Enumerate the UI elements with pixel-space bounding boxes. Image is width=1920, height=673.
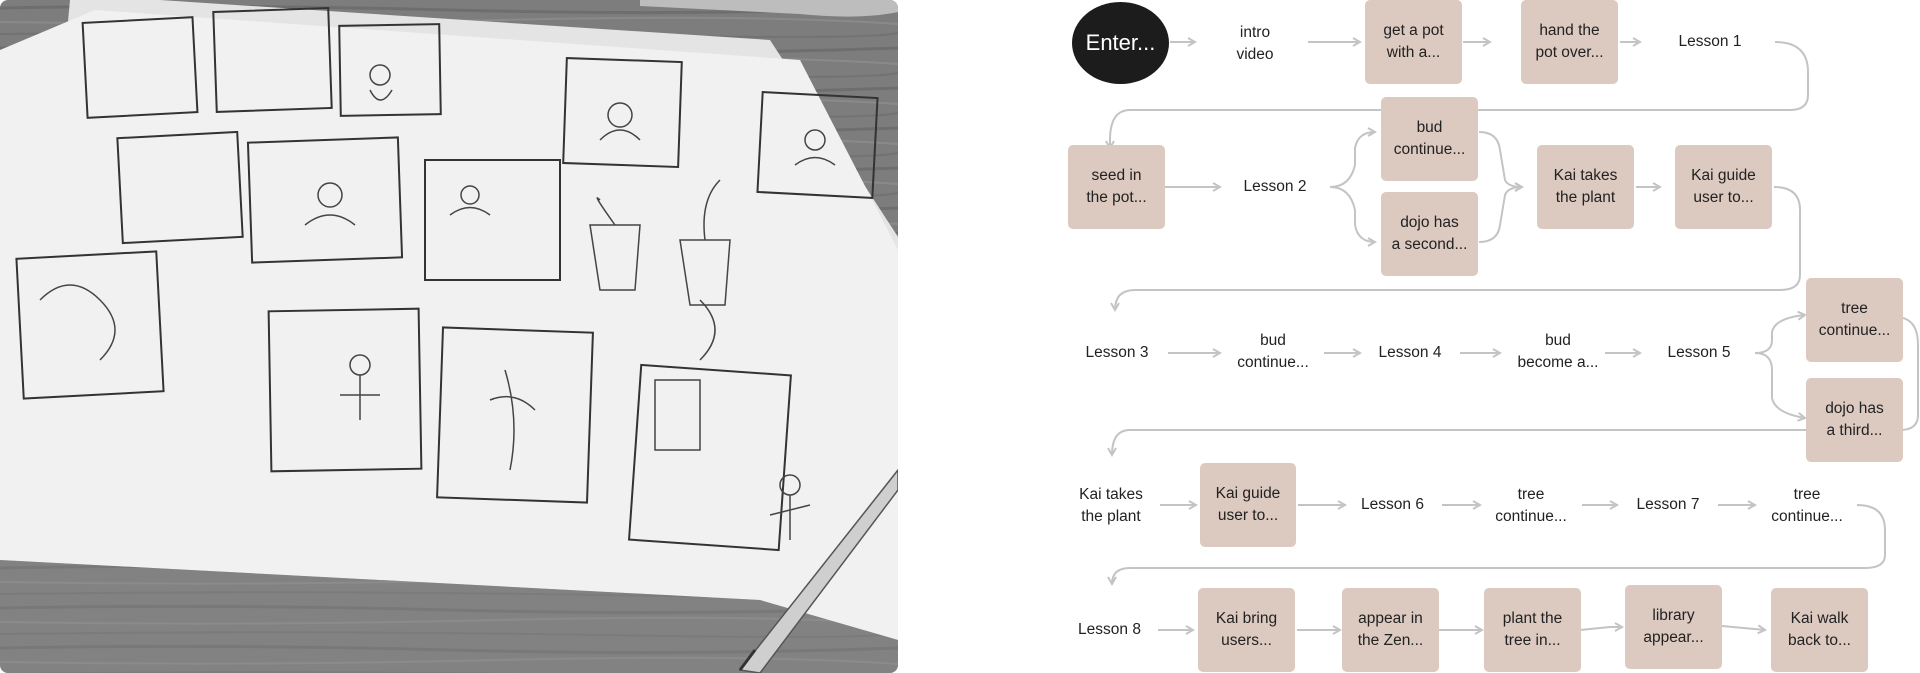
node-appear-zen[interactable]: appear in the Zen... (1342, 588, 1439, 672)
node-bud-continue-1[interactable]: bud continue... (1381, 97, 1478, 181)
node-kai-walk[interactable]: Kai walk back to... (1771, 588, 1868, 672)
node-get-pot[interactable]: get a pot with a... (1365, 0, 1462, 84)
node-bud-continue-2[interactable]: bud continue... (1225, 330, 1321, 374)
node-dojo-second[interactable]: dojo has a second... (1381, 192, 1478, 276)
start-node[interactable]: Enter... (1072, 2, 1169, 84)
node-kai-guide-2[interactable]: Kai guide user to... (1200, 463, 1296, 547)
node-seed-pot[interactable]: seed in the pot... (1068, 145, 1165, 229)
node-intro-video[interactable]: intro video (1205, 22, 1305, 66)
node-dojo-third[interactable]: dojo has a third... (1806, 378, 1903, 462)
node-tree-continue-3[interactable]: tree continue... (1758, 484, 1856, 528)
node-kai-takes-1[interactable]: Kai takes the plant (1537, 145, 1634, 229)
node-lesson-5[interactable]: Lesson 5 (1648, 341, 1750, 365)
node-plant-tree[interactable]: plant the tree in... (1484, 588, 1581, 672)
node-hand-pot[interactable]: hand the pot over... (1521, 0, 1618, 84)
node-bud-become[interactable]: bud become a... (1508, 330, 1608, 374)
node-lesson-6[interactable]: Lesson 6 (1345, 493, 1440, 517)
node-lesson-1[interactable]: Lesson 1 (1655, 30, 1765, 54)
node-lesson-2[interactable]: Lesson 2 (1225, 175, 1325, 199)
node-kai-takes-2[interactable]: Kai takes the plant (1064, 484, 1158, 528)
node-kai-guide-1[interactable]: Kai guide user to... (1675, 145, 1772, 229)
node-lesson-3[interactable]: Lesson 3 (1068, 341, 1166, 365)
node-lesson-7[interactable]: Lesson 7 (1620, 493, 1716, 517)
node-lesson-8[interactable]: Lesson 8 (1062, 618, 1157, 642)
node-lesson-4[interactable]: Lesson 4 (1360, 341, 1460, 365)
node-tree-continue-2[interactable]: tree continue... (1482, 484, 1580, 528)
node-kai-bring[interactable]: Kai bring users... (1198, 588, 1295, 672)
node-library-appear[interactable]: library appear... (1625, 585, 1722, 669)
node-tree-continue-1[interactable]: tree continue... (1806, 278, 1903, 362)
